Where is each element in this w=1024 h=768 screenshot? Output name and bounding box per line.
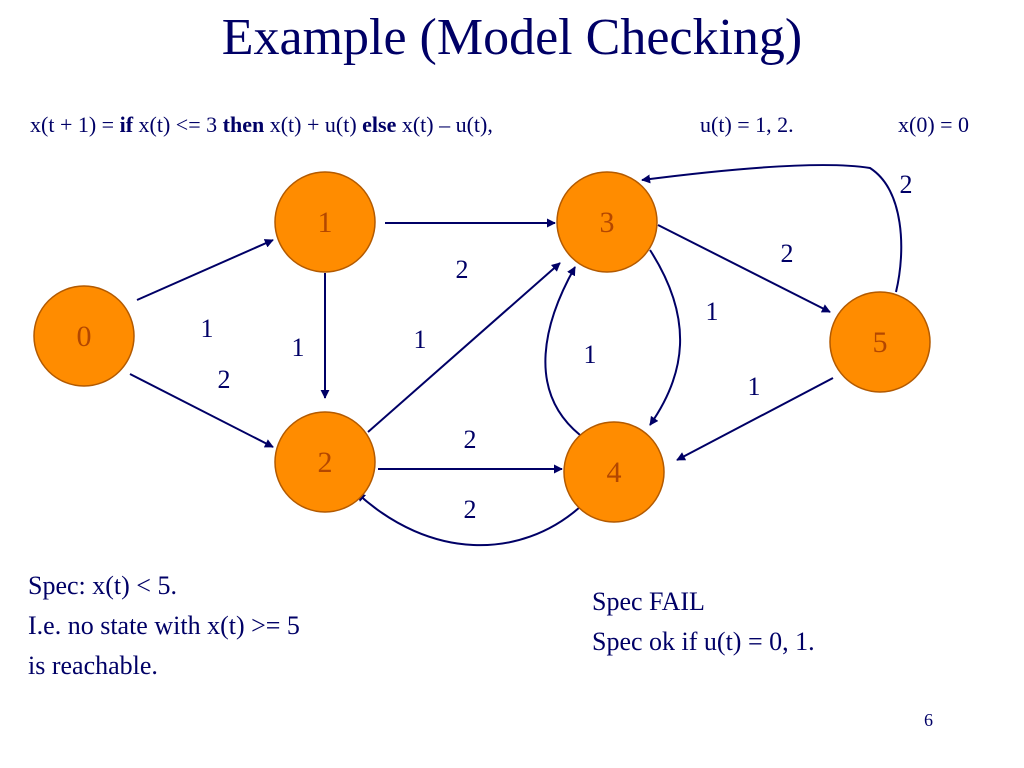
edge-4-to-3 xyxy=(544,266,581,436)
formula-lhs: x(t + 1) = xyxy=(30,112,115,137)
edge-label-2-to-4: 2 xyxy=(464,425,477,454)
edge-2-to-3 xyxy=(367,262,561,433)
edge-label-1-to-3: 2 xyxy=(456,255,469,284)
state-node-3: 3 xyxy=(556,171,658,273)
edge-label-4-to-3: 1 xyxy=(584,340,597,369)
state-node-label: 3 xyxy=(600,206,615,239)
state-node-1: 1 xyxy=(274,171,376,273)
edge-label-4-to-2: 2 xyxy=(464,495,477,524)
state-node-2: 2 xyxy=(274,411,376,513)
edge-0-to-1 xyxy=(136,239,274,301)
spec-line: I.e. no state with x(t) >= 5 xyxy=(28,611,300,640)
transition-formula: x(t + 1) = if x(t) <= 3 then x(t) + u(t)… xyxy=(30,112,493,138)
state-node-circle xyxy=(829,291,931,393)
edge-label-3-to-4: 1 xyxy=(706,297,719,326)
state-node-4: 4 xyxy=(563,421,665,523)
edge-label-0-to-1: 1 xyxy=(201,314,214,343)
spec-result-line: Spec ok if u(t) = 0, 1. xyxy=(592,627,815,656)
edge-label-1-to-2: 1 xyxy=(292,333,305,362)
edge-0-to-2 xyxy=(129,373,274,448)
spec-result: Spec FAIL Spec ok if u(t) = 0, 1. xyxy=(592,582,815,662)
formula-then-expression: x(t) + u(t) xyxy=(269,112,357,137)
state-node-label: 2 xyxy=(318,446,333,479)
input-values: u(t) = 1, 2. xyxy=(700,112,794,137)
edge-4-to-2 xyxy=(356,492,581,547)
state-node-circle xyxy=(274,171,376,273)
edge-label-2-to-3: 1 xyxy=(414,325,427,354)
state-node-label: 1 xyxy=(318,206,333,239)
edge-label-0-to-2: 2 xyxy=(218,365,231,394)
edge-5-to-3 xyxy=(641,164,903,293)
formula-else-expression: x(t) – u(t), xyxy=(401,112,493,137)
state-node-5: 5 xyxy=(829,291,931,393)
slide-title: Example (Model Checking) xyxy=(221,9,803,66)
initial-state: x(0) = 0 xyxy=(898,112,970,137)
spec-line: is reachable. xyxy=(28,651,158,680)
edge-3-to-5 xyxy=(657,224,831,313)
keyword-if: if xyxy=(119,112,134,137)
edge-label-5-to-3: 2 xyxy=(900,170,913,199)
edge-label-3-to-5: 2 xyxy=(781,239,794,268)
state-node-circle xyxy=(556,171,658,273)
edge-3-to-4 xyxy=(649,249,682,426)
slide-number: 6 xyxy=(924,710,933,730)
keyword-then: then xyxy=(222,112,265,137)
state-node-0: 0 xyxy=(33,285,135,387)
edge-5-to-4 xyxy=(676,377,834,461)
state-node-circle xyxy=(274,411,376,513)
edge-label-5-to-4: 1 xyxy=(748,372,761,401)
state-node-label: 5 xyxy=(873,326,888,359)
formula-condition: x(t) <= 3 xyxy=(138,112,218,137)
spec-line: Spec: x(t) < 5. xyxy=(28,571,177,600)
spec-description: Spec: x(t) < 5. I.e. no state with x(t) … xyxy=(28,566,300,686)
state-node-label: 4 xyxy=(607,456,622,489)
state-node-label: 0 xyxy=(77,320,92,353)
state-node-circle xyxy=(33,285,135,387)
keyword-else: else xyxy=(362,112,397,137)
state-node-circle xyxy=(563,421,665,523)
spec-result-line: Spec FAIL xyxy=(592,587,705,616)
